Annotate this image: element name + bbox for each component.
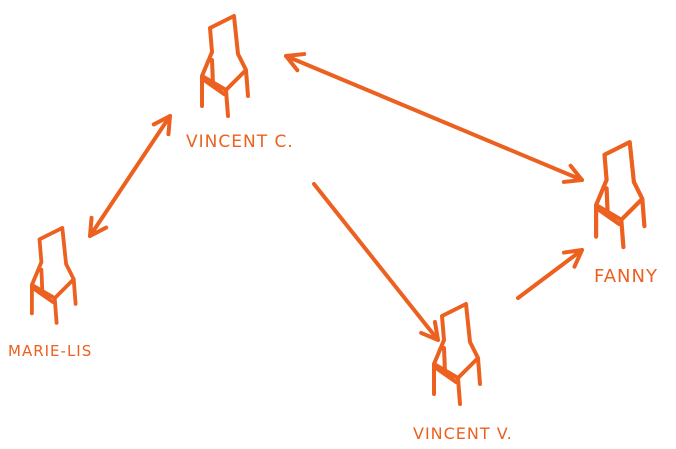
chair-icon xyxy=(432,302,482,406)
arrowhead-icon xyxy=(561,248,584,269)
chair-outline xyxy=(594,140,647,250)
arrowhead-icon xyxy=(88,215,109,238)
arrow-shaft xyxy=(88,114,172,238)
chair-outline xyxy=(432,302,482,406)
label-vincent-c: VINCENT C. xyxy=(186,132,294,152)
label-fanny: FANNY xyxy=(594,266,658,287)
arrowhead-icon xyxy=(419,319,440,342)
arrow-vincent-c-to-vincent-v xyxy=(312,182,440,342)
arrow-shaft xyxy=(312,182,440,342)
label-vincent-v: VINCENT V. xyxy=(413,424,513,443)
arrow-shaft xyxy=(516,248,584,300)
arrowhead-icon xyxy=(561,163,584,184)
arrows-layer xyxy=(88,52,584,342)
arrowhead-icon xyxy=(284,52,307,73)
arrow-vincent-c-to-fanny xyxy=(284,52,584,184)
arrow-vincent-v-to-fanny xyxy=(516,248,584,300)
label-marie-lis: MARIE-LIS xyxy=(8,342,93,360)
chair-icon xyxy=(30,226,78,325)
chair-icon xyxy=(200,14,250,118)
chair-outline xyxy=(200,14,250,118)
arrowhead-icon xyxy=(151,114,172,137)
chair-outline xyxy=(30,226,78,325)
arrow-shaft xyxy=(284,54,584,182)
chairs-layer xyxy=(30,14,647,406)
chair-icon xyxy=(594,140,647,250)
arrow-vincent-c-to-marie-lis xyxy=(88,114,172,238)
